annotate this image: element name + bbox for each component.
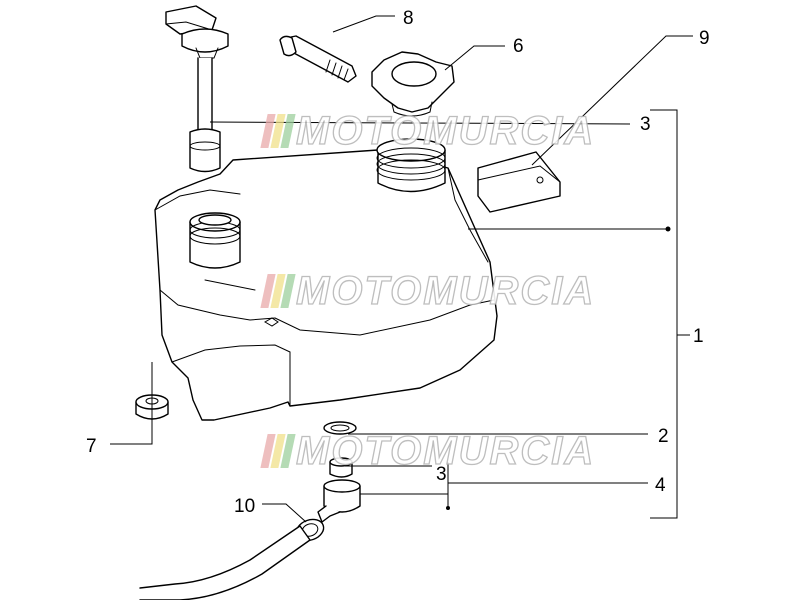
callout-3-bottom: 3 [436,464,447,485]
fuel-tap [317,457,361,523]
tank-filler-neck [376,138,446,193]
bracket [477,151,561,213]
callout-8: 8 [403,8,414,29]
bolt [279,35,357,83]
callout-4: 4 [655,475,666,496]
callout-3-top: 3 [640,114,651,135]
callout-10: 10 [234,496,255,517]
fuel-tank [154,149,498,421]
callout-6: 6 [513,36,524,57]
fuel-hose [139,525,311,600]
tank-left-neck [189,212,241,269]
callout-7: 7 [86,436,97,457]
washer [323,421,357,435]
dipstick-cap [165,5,229,173]
callout-9: 9 [699,28,710,49]
callout-1: 1 [693,326,704,347]
callout-2: 2 [658,426,669,447]
fuel-cap [371,51,455,117]
